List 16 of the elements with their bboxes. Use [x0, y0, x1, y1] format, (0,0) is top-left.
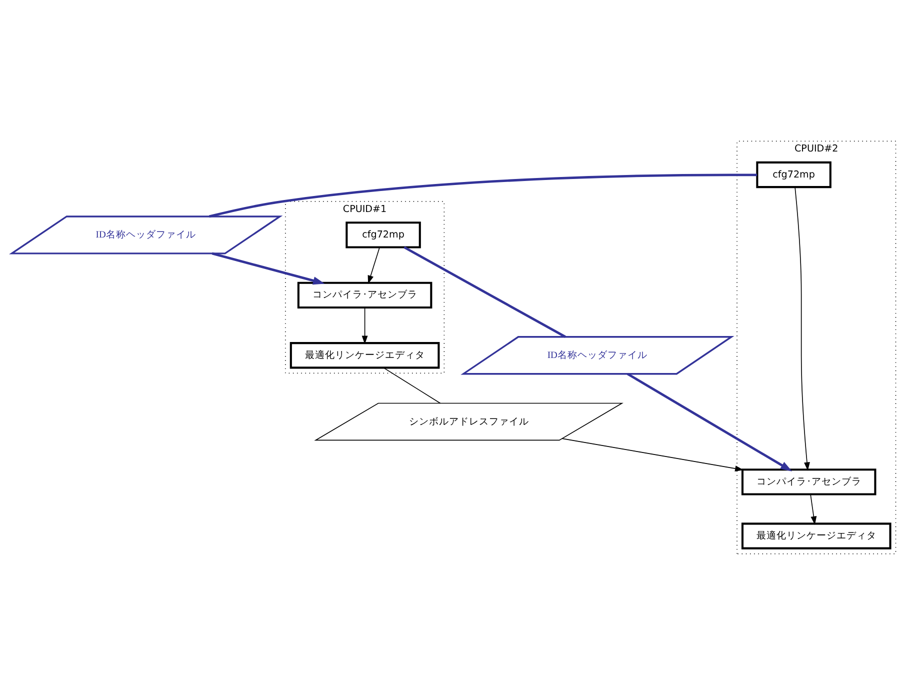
arrow [361, 307, 368, 344]
connector [382, 367, 440, 404]
node-box: cfg72mp [756, 161, 831, 188]
node-box: コンパイラ･アセンブラ [296, 282, 432, 308]
connector [403, 246, 566, 338]
arrow [367, 247, 380, 284]
node-box: コンパイラ･アセンブラ [740, 468, 876, 496]
connector [208, 174, 757, 218]
node-box: 最適化リンケージエディタ [289, 342, 440, 369]
arrow [810, 494, 816, 525]
arrow [626, 372, 792, 472]
node-box: cfg72mp [345, 222, 420, 248]
arrow [561, 438, 744, 472]
node-box: 最適化リンケージエディタ [740, 522, 891, 550]
arrow [794, 186, 810, 471]
arrow [211, 252, 324, 285]
